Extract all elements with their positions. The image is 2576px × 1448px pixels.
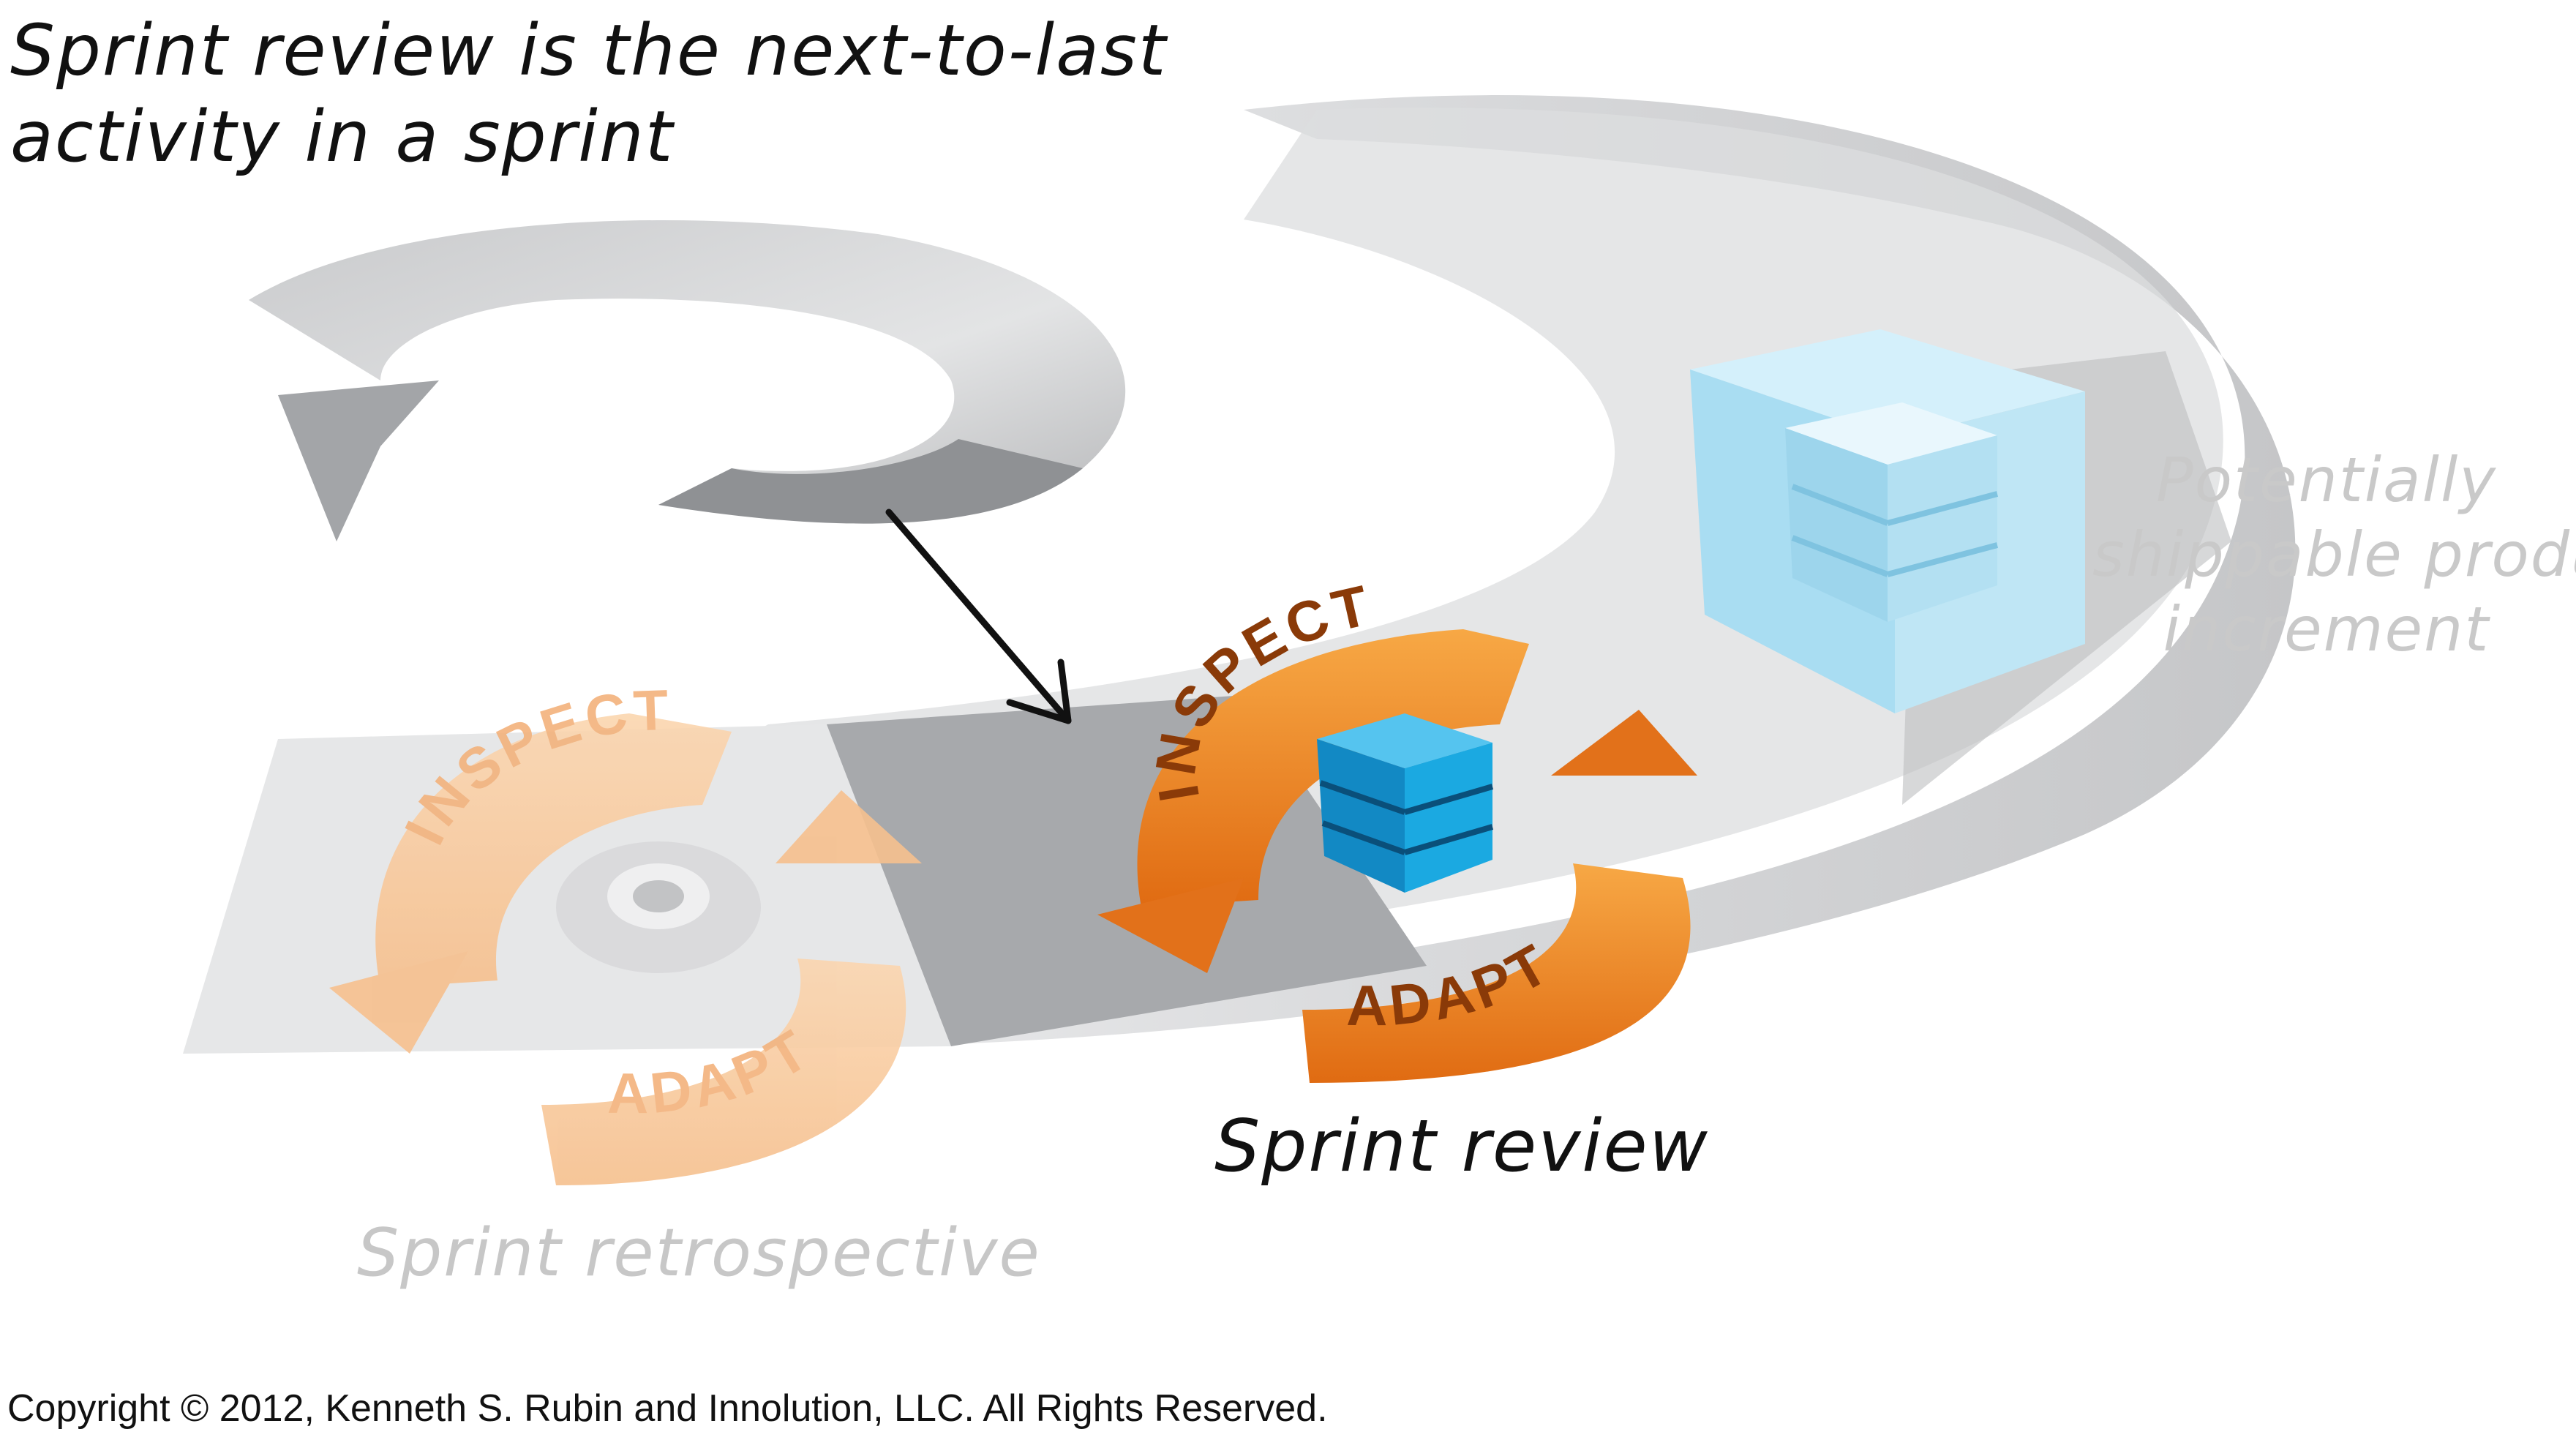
gear-icon (556, 841, 761, 973)
sprint-retrospective-label: Sprint retrospective (357, 1215, 1041, 1291)
headline-line-2: activity in a sprint (10, 96, 675, 178)
increment-label-line-2: shippable product (2092, 519, 2576, 590)
sprint-loop-arrow (249, 220, 1126, 541)
review-cube-icon (1317, 713, 1494, 893)
pointer-arrow (885, 509, 1072, 724)
increment-label-line-3: increment (2163, 593, 2490, 665)
increment-label-line-1: Potentially (2155, 444, 2498, 516)
sprint-review-label: Sprint review (1214, 1105, 1709, 1188)
increment-cube-icon (1690, 329, 2085, 713)
increment-label: Potentially shippable product increment (2092, 443, 2576, 667)
headline-annotation: Sprint review is the next-to-last activi… (10, 7, 1168, 180)
copyright-notice: Copyright © 2012, Kenneth S. Rubin and I… (7, 1387, 1328, 1430)
headline-line-1: Sprint review is the next-to-last (10, 10, 1168, 91)
